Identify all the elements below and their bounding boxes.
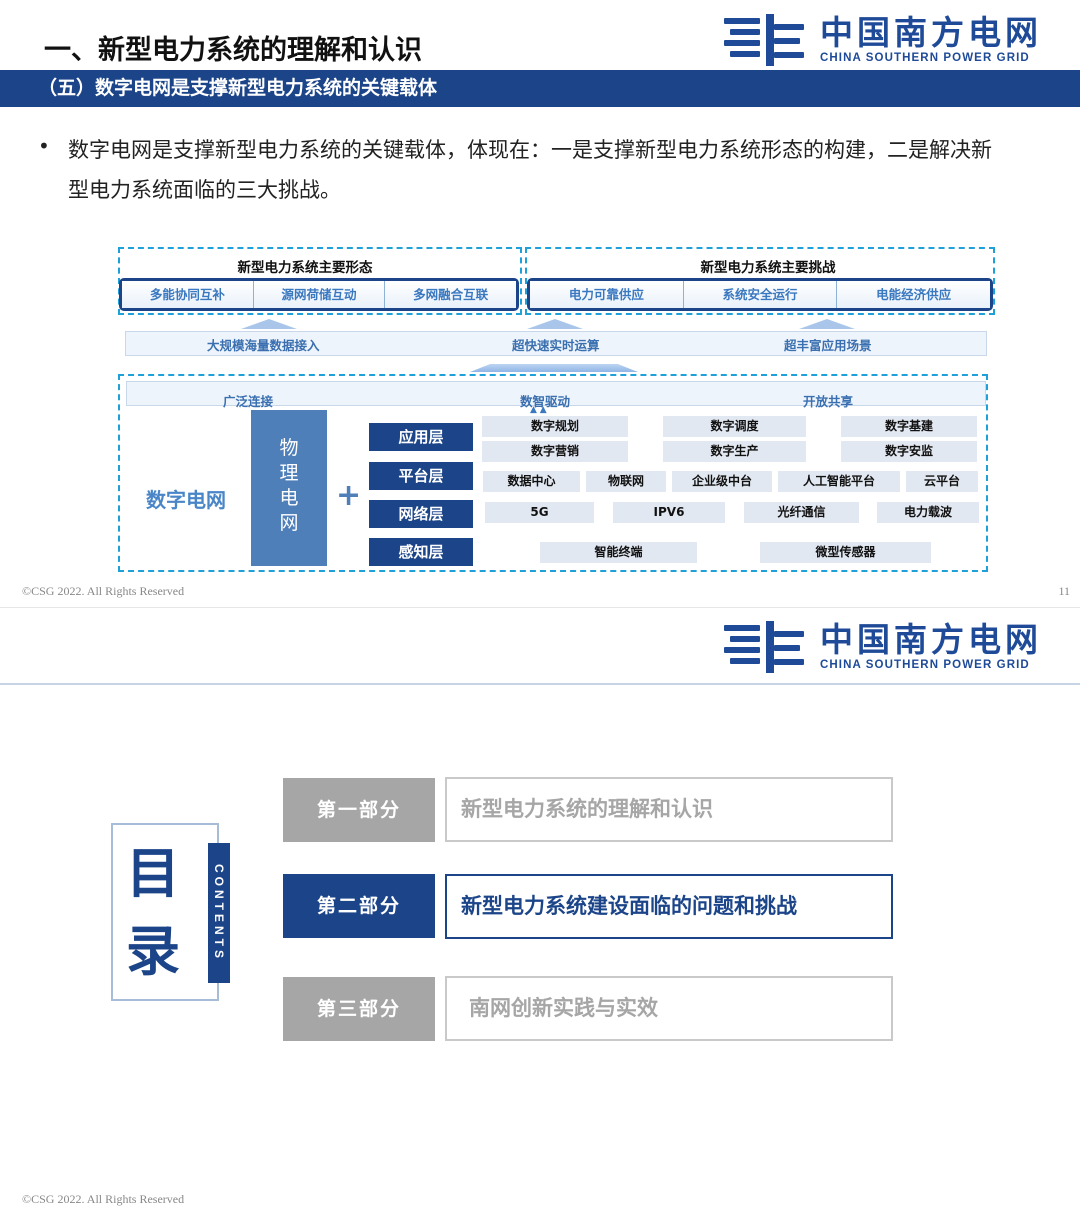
csg-logo-mark-icon xyxy=(724,14,806,66)
features-band xyxy=(126,381,986,406)
form-item: 多网融合互联 xyxy=(385,281,517,308)
header-divider xyxy=(0,683,1080,685)
part-1-label[interactable]: 第一部分 xyxy=(283,778,435,842)
slide-2: 中国南方电网 CHINA SOUTHERN POWER GRID 目 录 CON… xyxy=(0,607,1080,1214)
contents-label: CONTENTS xyxy=(212,864,226,962)
forms-items-row: 多能协同互补 源网荷储互动 多网融合互联 xyxy=(119,278,519,311)
physical-grid-block: 物 理 电 网 xyxy=(251,410,327,566)
layer-tag: 云平台 xyxy=(906,471,978,492)
physical-grid-char: 网 xyxy=(279,512,299,534)
plus-icon: + xyxy=(336,478,362,513)
layer-tag: 光纤通信 xyxy=(744,502,859,523)
layer-tag: IPV6 xyxy=(613,502,725,523)
logo-name-cn: 中国南方电网 xyxy=(820,620,1042,659)
digital-grid-box xyxy=(118,374,988,572)
bullet-text: 数字电网是支撑新型电力系统的关键载体，体现在：一是支撑新型电力系统形态的构建，二… xyxy=(68,138,992,202)
layer-tag: 人工智能平台 xyxy=(778,471,900,492)
layer-tag: 电力载波 xyxy=(877,502,979,523)
challenge-item: 电力可靠供应 xyxy=(530,281,684,308)
layer-tag: 数字调度 xyxy=(663,416,806,437)
layer-tag: 数字安监 xyxy=(841,441,977,462)
layer-perception: 感知层 xyxy=(369,538,473,566)
platform-shape xyxy=(470,364,638,372)
part-2-label[interactable]: 第二部分 xyxy=(283,874,435,938)
capability-label: 超丰富应用场景 xyxy=(784,338,872,353)
small-up-arrows-icon: ▲ ▲ xyxy=(530,405,547,415)
physical-grid-char: 理 xyxy=(279,462,299,484)
up-arrow-icon xyxy=(799,319,855,329)
challenges-group-title: 新型电力系统主要挑战 xyxy=(700,260,836,276)
page-number: 11 xyxy=(1058,584,1070,598)
logo-name-en: CHINA SOUTHERN POWER GRID xyxy=(820,659,1030,671)
feature-label: 广泛连接 xyxy=(223,394,274,409)
toc-char: 目 xyxy=(126,842,180,905)
form-item: 多能协同互补 xyxy=(122,281,254,308)
feature-label: 数智驱动 xyxy=(520,394,571,409)
challenges-group-box xyxy=(525,247,995,315)
layer-tag: 数字规划 xyxy=(482,416,628,437)
layer-tag: 数据中心 xyxy=(483,471,580,492)
toc-char: 录 xyxy=(126,920,180,983)
logo-name-en: CHINA SOUTHERN POWER GRID xyxy=(820,52,1030,64)
challenge-item: 电能经济供应 xyxy=(837,281,991,308)
layer-tag: 数字营销 xyxy=(482,441,628,462)
challenge-item: 系统安全运行 xyxy=(683,281,838,308)
capabilities-band xyxy=(125,331,987,356)
challenges-items-row: 电力可靠供应 系统安全运行 电能经济供应 xyxy=(527,278,993,311)
slide-1: 中国南方电网 CHINA SOUTHERN POWER GRID 一、新型电力系… xyxy=(0,14,1080,598)
form-item: 源网荷储互动 xyxy=(253,281,386,308)
digital-grid-label: 数字电网 xyxy=(146,488,226,512)
contents-vertical-bar xyxy=(208,843,230,983)
copyright-footer: ©CSG 2022. All Rights Reserved xyxy=(22,584,185,598)
layer-tag: 微型传感器 xyxy=(760,542,931,563)
csg-logo: 中国南方电网 CHINA SOUTHERN POWER GRID xyxy=(724,14,1042,66)
part-1-title[interactable]: 新型电力系统的理解和认识 xyxy=(445,777,893,842)
layer-tag: 智能终端 xyxy=(540,542,697,563)
copyright-footer: ©CSG 2022. All Rights Reserved xyxy=(22,1192,185,1206)
physical-grid-char: 物 xyxy=(279,437,299,459)
part-3-label[interactable]: 第三部分 xyxy=(283,977,435,1041)
layer-tag: 数字生产 xyxy=(663,441,806,462)
feature-label: 开放共享 xyxy=(803,394,854,409)
layer-platform: 平台层 xyxy=(369,462,473,490)
csg-logo-mark-icon xyxy=(724,621,806,673)
layer-application: 应用层 xyxy=(369,423,473,451)
capability-label: 超快速实时运算 xyxy=(512,338,600,353)
csg-logo: 中国南方电网 CHINA SOUTHERN POWER GRID xyxy=(724,621,1042,673)
subtitle-bar: （五）数字电网是支撑新型电力系统的关键载体 xyxy=(0,70,1080,107)
layer-tag: 物联网 xyxy=(586,471,666,492)
slide-title: 一、新型电力系统的理解和认识 xyxy=(44,35,422,66)
up-arrow-icon xyxy=(241,319,297,329)
forms-group-title: 新型电力系统主要形态 xyxy=(237,260,373,276)
layer-tag: 企业级中台 xyxy=(672,471,772,492)
up-arrow-icon xyxy=(527,319,583,329)
layer-network: 网络层 xyxy=(369,500,473,528)
capability-label: 大规模海量数据接入 xyxy=(207,338,320,353)
physical-grid-char: 电 xyxy=(279,487,299,509)
layer-tag: 5G xyxy=(485,502,594,523)
part-2-title[interactable]: 新型电力系统建设面临的问题和挑战 xyxy=(445,874,893,939)
part-3-title[interactable]: 南网创新实践与实效 xyxy=(445,976,893,1041)
bullet-marker: • xyxy=(38,134,50,158)
logo-name-cn: 中国南方电网 xyxy=(820,13,1042,52)
layer-tag: 数字基建 xyxy=(841,416,977,437)
